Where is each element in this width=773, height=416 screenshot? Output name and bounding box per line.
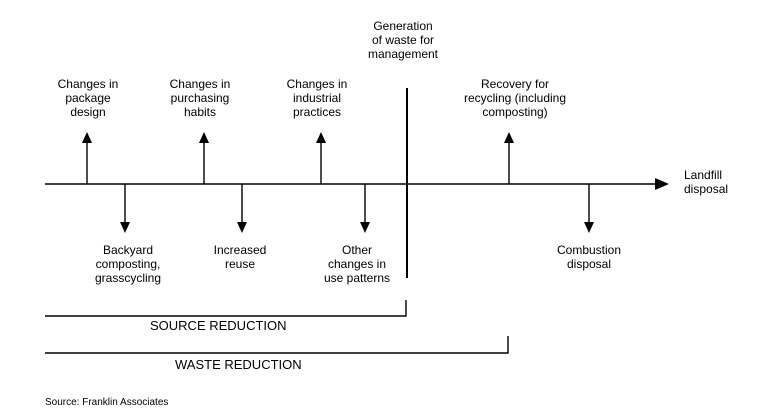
source-note: Source: Franklin Associates [45,397,169,408]
landfill-arrowhead [655,178,669,190]
label-combustion: Combustion disposal [556,243,622,271]
label-recovery: Recovery for recycling (including compos… [463,77,567,119]
waste-reduction-bracket [45,336,509,354]
label-package-design: Changes in package design [57,77,119,119]
label-landfill: Landfill disposal [684,168,729,196]
label-reuse: Increased reuse [213,243,267,271]
label-backyard: Backyard composting, grasscycling [94,243,162,285]
label-industrial-practices: Changes in industrial practices [286,77,348,119]
label-purchasing-habits: Changes in purchasing habits [169,77,231,119]
label-generation: Generation of waste for management [367,19,439,61]
source-reduction-label: SOURCE REDUCTION [150,318,287,333]
source-reduction-bracket [45,300,407,317]
label-other-changes: Other changes in use patterns [323,243,391,285]
waste-reduction-label: WASTE REDUCTION [175,357,302,372]
